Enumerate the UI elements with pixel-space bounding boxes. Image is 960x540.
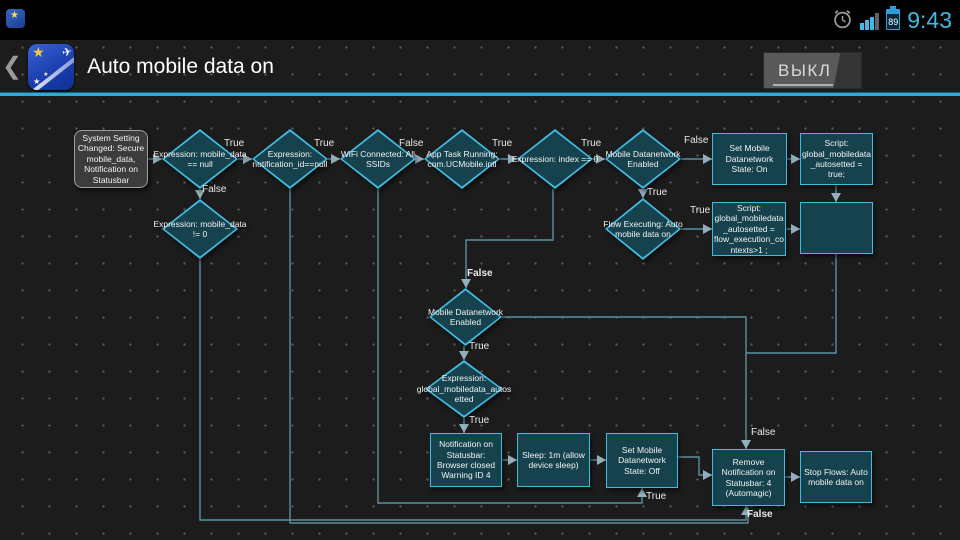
node-condition-index-0[interactable]: Expression: index == 0 <box>512 129 598 189</box>
edge-label: True <box>469 415 490 426</box>
sparkle-icon: ★ <box>33 76 41 86</box>
node-label: Script: global_mobiledata_autosetted = t… <box>802 138 871 180</box>
node-label: App Task Running: com.UCMobile.intl <box>426 148 498 169</box>
node-condition-flow-executing[interactable]: Flow Executing: Auto mobile data on <box>603 198 683 260</box>
node-condition-mobile-datanetwork-enabled-1[interactable]: Mobile Datanetwork Enabled <box>605 129 681 189</box>
node-label: Expression: index == 0 <box>511 153 599 164</box>
node-label: Sleep: 1m (allow device sleep) <box>522 449 585 470</box>
status-bar: 89 9:43 <box>0 0 960 40</box>
node-action-script-autosetted-contexts[interactable]: Script: global_mobiledata_autosetted = f… <box>712 202 786 256</box>
node-action-notification-statusbar[interactable]: Notification on Statusbar: Browser close… <box>430 433 502 487</box>
node-action-stop-flows[interactable]: Stop Flows: Auto mobile data on <box>800 451 872 503</box>
node-label: System Setting Changed: Secure mobile_da… <box>77 133 145 185</box>
node-condition-mobile-data-not-0[interactable]: Expression: mobile_data != 0 <box>153 199 247 259</box>
battery-icon: 89 <box>886 6 901 30</box>
node-label: Remove Notification on Statusbar: 4 (Aut… <box>721 456 776 498</box>
edge-label: False <box>684 135 709 146</box>
automagic-app-icon[interactable]: ★ ✈ ★ ★ <box>28 43 75 90</box>
node-label: Notification on Statusbar: Browser close… <box>436 439 496 481</box>
node-label: Expression: mobile_data != 0 <box>153 218 247 239</box>
flow-title: Auto mobile data on <box>87 54 274 78</box>
edge-label: True <box>224 138 245 149</box>
node-action-empty[interactable] <box>800 202 873 254</box>
node-label: Stop Flows: Auto mobile data on <box>804 466 868 487</box>
edge-label: False <box>467 268 493 279</box>
node-label: Flow Executing: Auto mobile data on <box>603 218 683 239</box>
edge-label: False <box>202 184 227 195</box>
accent-divider <box>0 93 960 96</box>
alarm-clock-icon <box>834 10 852 29</box>
node-action-set-mobile-datanetwork-off[interactable]: Set Mobile Datanetwork State: Off <box>606 433 678 488</box>
back-chevron-icon[interactable]: ❮ <box>2 53 23 80</box>
plane-icon: ✈ <box>60 43 74 60</box>
node-action-sleep[interactable]: Sleep: 1m (allow device sleep) <box>517 433 590 487</box>
node-action-set-mobile-datanetwork-on[interactable]: Set Mobile Datanetwork State: On <box>712 133 787 185</box>
edge-label: False <box>751 427 776 438</box>
toggle-underline <box>773 84 833 86</box>
edge-label: True <box>647 187 668 198</box>
edge-label: True <box>314 138 335 149</box>
node-label: WiFi Connected: All SSIDs <box>340 148 416 169</box>
sparkle-icon: ★ <box>43 71 49 78</box>
node-label: Set Mobile Datanetwork State: On <box>725 143 774 175</box>
edge-label: False <box>399 138 424 149</box>
signal-strength-icon <box>860 13 880 33</box>
node-label: Script: global_mobiledata_autosetted = f… <box>714 203 784 255</box>
battery-level: 89 <box>887 14 900 29</box>
edge-label: True <box>469 341 490 352</box>
node-condition-notification-id-null[interactable]: Expression: notification_id==null <box>252 129 328 189</box>
node-action-script-autosetted-true[interactable]: Script: global_mobiledata_autosetted = t… <box>800 133 873 185</box>
node-condition-wifi-connected[interactable]: WiFi Connected: All SSIDs <box>340 129 416 189</box>
node-label: Expression: global_mobiledata_autosetted <box>416 373 512 405</box>
edge-label: True <box>690 205 711 216</box>
status-time: 9:43 <box>907 7 952 33</box>
toggle-label: ВЫКЛ <box>778 61 832 80</box>
flow-enabled-toggle[interactable]: ВЫКЛ <box>763 52 862 89</box>
node-condition-app-task-running[interactable]: App Task Running: com.UCMobile.intl <box>424 129 500 189</box>
node-label: Set Mobile Datanetwork State: Off <box>618 444 666 476</box>
node-trigger-system-setting[interactable]: System Setting Changed: Secure mobile_da… <box>74 130 148 188</box>
edge-label: True <box>646 491 667 502</box>
edge-label: True <box>581 138 602 149</box>
automagic-notification-icon <box>6 9 25 28</box>
node-condition-mobile-data-null[interactable]: Expression: mobile_data == null <box>153 129 247 189</box>
node-action-remove-notification[interactable]: Remove Notification on Statusbar: 4 (Aut… <box>712 449 785 506</box>
action-bar: ❮ ★ ✈ ★ ★ Auto mobile data on ВЫКЛ <box>0 40 960 93</box>
node-label: Expression: mobile_data == null <box>153 148 247 169</box>
star-icon: ★ <box>32 43 45 60</box>
node-label: Mobile Datanetwork Enabled <box>427 306 504 327</box>
node-label: Mobile Datanetwork Enabled <box>605 148 681 169</box>
edge-label: True <box>492 138 513 149</box>
node-label: Expression: notification_id==null <box>252 148 328 169</box>
node-condition-mobile-datanetwork-enabled-2[interactable]: Mobile Datanetwork Enabled <box>428 288 503 346</box>
node-condition-global-autosetted[interactable]: Expression: global_mobiledata_autosetted <box>417 360 511 418</box>
edge-label: False <box>747 509 773 520</box>
